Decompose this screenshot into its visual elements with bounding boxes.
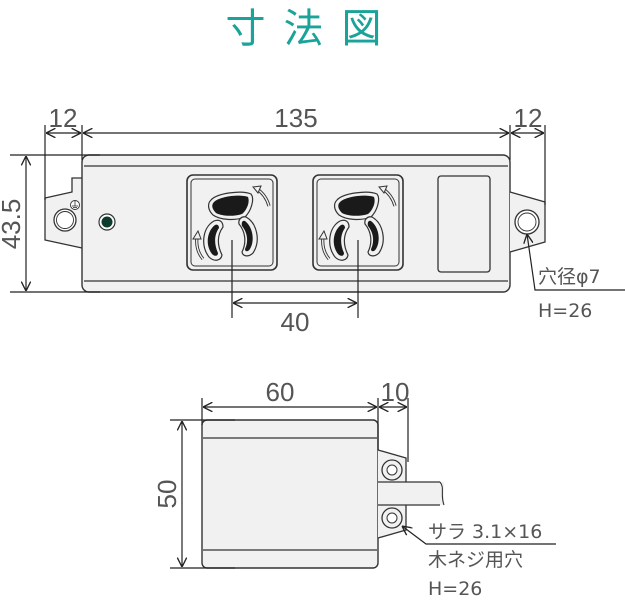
screw-hole-bottom	[381, 507, 403, 529]
screw-height-note: H=26	[428, 578, 482, 600]
dim-side-width: 60	[266, 377, 295, 407]
mount-hole-right	[514, 209, 540, 235]
dim-side-tab: 10	[381, 377, 410, 407]
side-dimension-lines	[170, 398, 556, 569]
dim-height: 43.5	[0, 199, 26, 250]
side-body	[201, 419, 379, 569]
pilot-lamp-icon	[98, 213, 116, 231]
label-window	[437, 175, 491, 273]
screw-hole-note: 木ネジ用穴	[428, 549, 523, 571]
dim-body-length: 135	[274, 103, 317, 133]
top-view: 12 135 12 43.5 40 穴径φ7 H=26	[0, 103, 625, 337]
ground-symbol-icon	[70, 200, 80, 210]
screw-hole-top	[381, 459, 403, 481]
mount-hole-left	[53, 208, 77, 232]
side-view: 60 10 50 サラ 3.1×16 木ネジ用穴 H=26	[152, 377, 556, 600]
left-mount-tab	[44, 177, 83, 249]
hole-height-note: H=26	[538, 300, 592, 322]
power-cord	[378, 481, 445, 506]
screw-spec-note: サラ 3.1×16	[428, 521, 542, 543]
dim-right-tab: 12	[514, 103, 543, 133]
dim-side-height: 50	[152, 480, 182, 509]
right-mount-tab	[509, 191, 546, 253]
top-dimension-lines	[10, 125, 625, 318]
page-title: 寸法図	[225, 6, 400, 52]
hole-diameter-note: 穴径φ7	[538, 266, 601, 288]
dim-left-tab: 12	[49, 103, 78, 133]
dim-outlet-pitch: 40	[281, 307, 310, 337]
